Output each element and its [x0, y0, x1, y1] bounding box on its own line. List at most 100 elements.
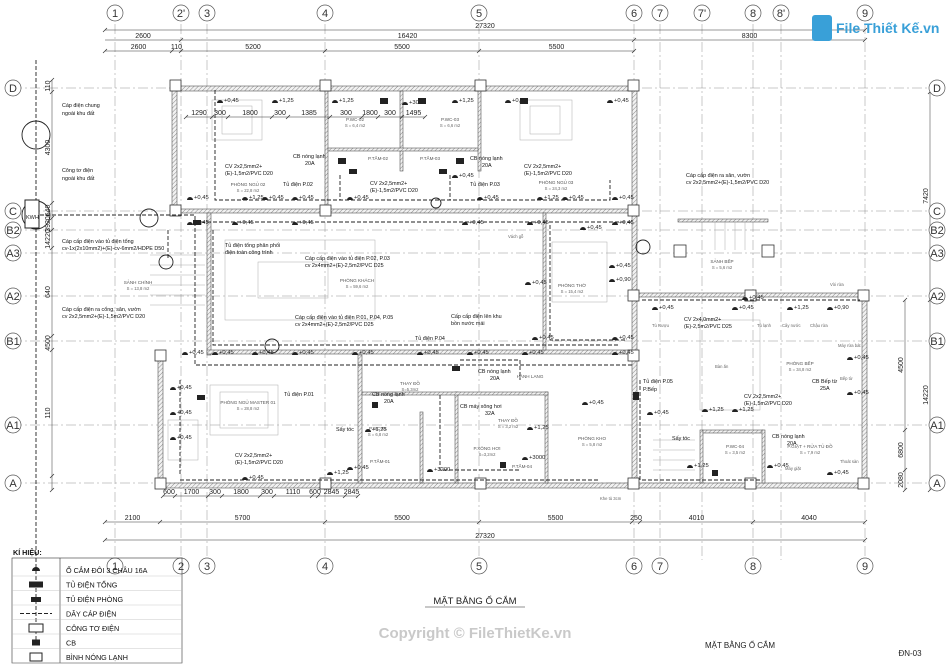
room-area: S = 7,9 m2 — [800, 450, 821, 455]
legend-label: CÔNG TƠ ĐIỆN — [66, 624, 119, 633]
room-name: SẢNH CHÍNH — [124, 279, 153, 285]
grid-bubble — [4, 287, 22, 305]
dimension-value: 4010 — [689, 515, 705, 522]
dimension-value: 27320 — [475, 533, 495, 540]
socket-height: +1,25 — [739, 407, 754, 413]
socket-height: +0,45 — [739, 305, 754, 311]
dimension-value: 1495 — [406, 110, 422, 117]
note-cv-e2: (E)-1,5m2/PVC D20 — [744, 401, 792, 407]
dimension-value: 2100 — [125, 515, 141, 522]
label-dining-table: Bàn ăn — [715, 364, 729, 369]
double-socket-icon — [612, 197, 618, 200]
socket-height: +0,45 — [259, 350, 274, 356]
socket-height: +0,45 — [534, 220, 549, 226]
double-socket-icon — [217, 100, 223, 103]
grid-bubble — [928, 79, 946, 97]
double-socket-icon — [580, 227, 586, 230]
grid-bubble — [625, 557, 643, 575]
dimension-value: 3920 — [45, 216, 52, 232]
double-socket-icon — [847, 357, 853, 360]
double-socket-icon — [732, 307, 738, 310]
double-socket-icon — [452, 175, 458, 178]
dimension-value: 300 — [274, 110, 286, 117]
dimension-value: 1800 — [362, 110, 378, 117]
room-area: S = 5,6 m2 — [712, 265, 733, 270]
double-socket-icon — [427, 469, 433, 472]
socket-height: +0,45 — [587, 225, 602, 231]
note-cv-b2: (E)-1,5m2/PVC D20 — [370, 188, 418, 194]
grid-column-label: 7 — [657, 8, 663, 20]
double-socket-icon — [452, 100, 458, 103]
note-gate: Cáp cấp điện ra cổng, sân, vườn — [62, 306, 141, 313]
logo-file-icon — [812, 15, 832, 41]
dimension-value: 600 — [309, 489, 321, 496]
double-socket-icon — [292, 222, 298, 225]
dimension-value: 640 — [45, 286, 52, 298]
note-cable-p02-2: cv 2x4mm2+(E)-2,5m2/PVC D25 — [305, 263, 384, 269]
dimension-value: 1110 — [286, 489, 301, 496]
note-cv-d2: (E)-1,5m2/PVC D20 — [235, 460, 283, 466]
grid-column-label: 6 — [631, 8, 637, 20]
room-area: S = 15,4 m2 — [561, 289, 584, 294]
socket-height: +3000 — [529, 455, 545, 461]
double-socket-icon — [242, 197, 248, 200]
room-name: PHÒNG KHÁCH — [340, 277, 374, 283]
double-socket-icon — [327, 472, 333, 475]
panels — [24, 98, 718, 476]
watermark-logo: File Thiết Kế.vn — [836, 20, 939, 36]
socket-height: +0,45 — [749, 295, 764, 301]
label-dishwasher: Máy rửa bát — [838, 343, 861, 348]
double-socket-icon — [532, 337, 538, 340]
double-socket-icon — [827, 472, 833, 475]
dimension-value: 16420 — [398, 33, 418, 40]
grid-bubble — [928, 474, 946, 492]
double-socket-icon — [522, 457, 528, 460]
note-cv-f2: (E)-2,5m2/PVC D25 — [684, 324, 732, 330]
label-panel-p05: Tủ điện P.05 — [643, 378, 673, 385]
socket-height: +0,45 — [529, 350, 544, 356]
double-socket-icon — [787, 307, 793, 310]
dimension-value: 4500 — [898, 357, 905, 373]
socket-height: +0,45 — [619, 195, 634, 201]
socket-height: +3200 — [434, 467, 450, 473]
socket-height: +1,25 — [459, 98, 474, 104]
grid-bubble — [4, 474, 22, 492]
dimension-value: 14220 — [45, 229, 52, 249]
dimension-value: 5200 — [245, 44, 261, 51]
socket-height: +0,45 — [459, 173, 474, 179]
grid-row-label: A1 — [6, 420, 19, 432]
label-fridge: Tủ lạnh — [757, 323, 772, 328]
label-floor-drain: Thoát sàn — [840, 459, 859, 464]
room-name: P.WC-04 — [726, 444, 744, 449]
label-amp-2: 20A — [305, 161, 315, 167]
note-cv-a: CV 2x2,5mm2+ — [225, 164, 262, 170]
socket-height: +0,45 — [469, 220, 484, 226]
columns — [154, 79, 870, 490]
note-meter: Công tơ điện — [62, 168, 93, 174]
socket-height: +1,25 — [339, 98, 354, 104]
dimension-value: 250 — [630, 515, 642, 522]
meter-icon — [28, 623, 44, 633]
room-area: S = 34,8 m2 — [789, 367, 812, 372]
double-socket-icon — [702, 409, 708, 412]
note-main-panel-2: điện toàn công trình — [225, 250, 273, 256]
socket-markers: +0,45 +1,25 +1,25 +3000 +1,25 +0,45 +0,45 +0,45… — [170, 98, 869, 481]
legend-label: DÂY CÁP ĐIỆN — [66, 610, 116, 619]
double-socket-icon — [232, 222, 238, 225]
label-amp-sauna: 32A — [485, 411, 495, 417]
double-socket-icon — [477, 197, 483, 200]
double-socket-icon — [847, 392, 853, 395]
note-cable-common: Cáp điện chung — [62, 103, 100, 109]
socket-height: +0,45 — [219, 350, 234, 356]
grid-row-label: A2 — [6, 291, 19, 303]
footer-title: MẶT BẰNG Ổ CẮM — [705, 641, 775, 650]
dimension-value: 4040 — [801, 515, 817, 522]
dimension-value: 5500 — [548, 515, 564, 522]
grid-column-label-bottom: 4 — [322, 561, 328, 573]
grid-row-label: A3 — [6, 248, 19, 260]
double-socket-icon — [612, 337, 618, 340]
socket-height: +0,45 — [854, 355, 869, 361]
dimension-value: 1800 — [233, 489, 249, 496]
socket-height: +0,45 — [532, 280, 547, 286]
